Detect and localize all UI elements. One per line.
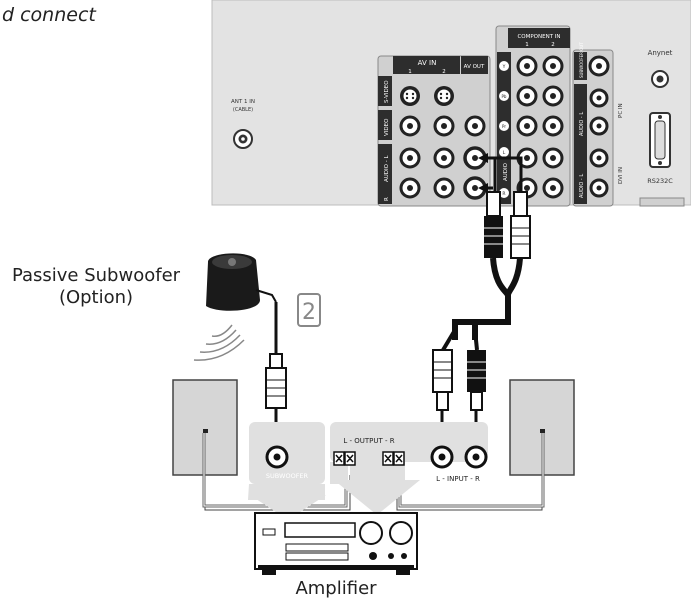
amp-subwoofer-jack xyxy=(265,445,289,469)
tv-audio-cable xyxy=(432,153,531,440)
ant-label: ANT 1 IN xyxy=(231,99,255,105)
rs232c-label: RS232C xyxy=(647,177,673,185)
step-number: 2 xyxy=(302,300,316,325)
svideo-jack-1 xyxy=(400,86,420,106)
intro-text: d connect xyxy=(2,4,96,26)
component-label: COMPONENT IN xyxy=(517,34,560,40)
subwoofer-label-line2: (Option) xyxy=(58,287,134,308)
pc-audio-jacks xyxy=(589,88,609,198)
ant-jack xyxy=(233,129,253,149)
amp-input-label: L - INPUT - R xyxy=(436,475,480,483)
rs232c-port xyxy=(649,112,671,168)
component-col-1: 1 xyxy=(525,42,529,48)
av-in-col-2: 2 xyxy=(442,69,446,75)
amp-output-terminals xyxy=(333,451,405,466)
subwoofer-label-line1: Passive Subwoofer xyxy=(11,265,181,286)
audio-r-label: R xyxy=(384,197,390,201)
amp-rear-panel: SUBWOOFER L - OUTPUT - R L - INPUT - R xyxy=(248,422,488,520)
dvi-in-label: DVI IN xyxy=(618,167,624,184)
anynet-label: Anynet xyxy=(648,49,673,57)
component-audio-label: AUDIO xyxy=(503,162,509,181)
component-row-l: L xyxy=(503,150,506,156)
amplifier-label: Amplifier xyxy=(295,578,377,599)
subwoofer-label: Passive Subwoofer (Option) xyxy=(0,265,192,309)
component-row-labels: Y Pb Pr L AUDIO R xyxy=(499,61,509,198)
tv-subwoofer-out-jack xyxy=(588,55,610,77)
amplifier-device xyxy=(254,512,418,575)
amp-input-jacks xyxy=(430,445,488,469)
subwoofer-icon xyxy=(206,253,277,311)
component-row-r: R xyxy=(502,191,505,197)
av-in-rca-jacks xyxy=(399,115,487,200)
video-label: VIDEO xyxy=(384,118,390,136)
subwoofer-cable xyxy=(265,302,287,440)
anynet-jack xyxy=(651,70,669,88)
component-col-2: 2 xyxy=(551,42,555,48)
svideo-label: S-VIDEO xyxy=(384,80,390,103)
av-out-label: AV OUT xyxy=(464,64,485,70)
component-row-pr: Pr xyxy=(502,124,506,129)
av-in-label: AV IN xyxy=(418,59,437,67)
ant-sub-label: (CABLE) xyxy=(233,107,253,113)
component-row-y: Y xyxy=(502,64,506,70)
pc-in-label: PC IN xyxy=(618,103,624,118)
svideo-jack-2 xyxy=(434,86,454,106)
amp-subwoofer-label: SUBWOOFER xyxy=(266,472,309,480)
step-number-box: 2 xyxy=(297,293,321,327)
av-in-col-1: 1 xyxy=(408,69,412,75)
pc-audio-label: AUDIO - L xyxy=(579,112,585,136)
dvi-audio-label: AUDIO - L xyxy=(579,174,585,198)
component-row-pb: Pb xyxy=(502,94,507,99)
subwoofer-out-label: SUBWOOFER OUT xyxy=(579,42,584,78)
amp-output-label: L - OUTPUT - R xyxy=(343,437,394,445)
component-rca-jacks xyxy=(516,55,564,199)
tv-back-panel: ANT 1 IN (CABLE) AV IN 1 2 AV OUT S-VIDE… xyxy=(211,0,691,207)
sound-waves-icon xyxy=(193,324,245,361)
audio-l-label: AUDIO - L xyxy=(384,155,390,182)
